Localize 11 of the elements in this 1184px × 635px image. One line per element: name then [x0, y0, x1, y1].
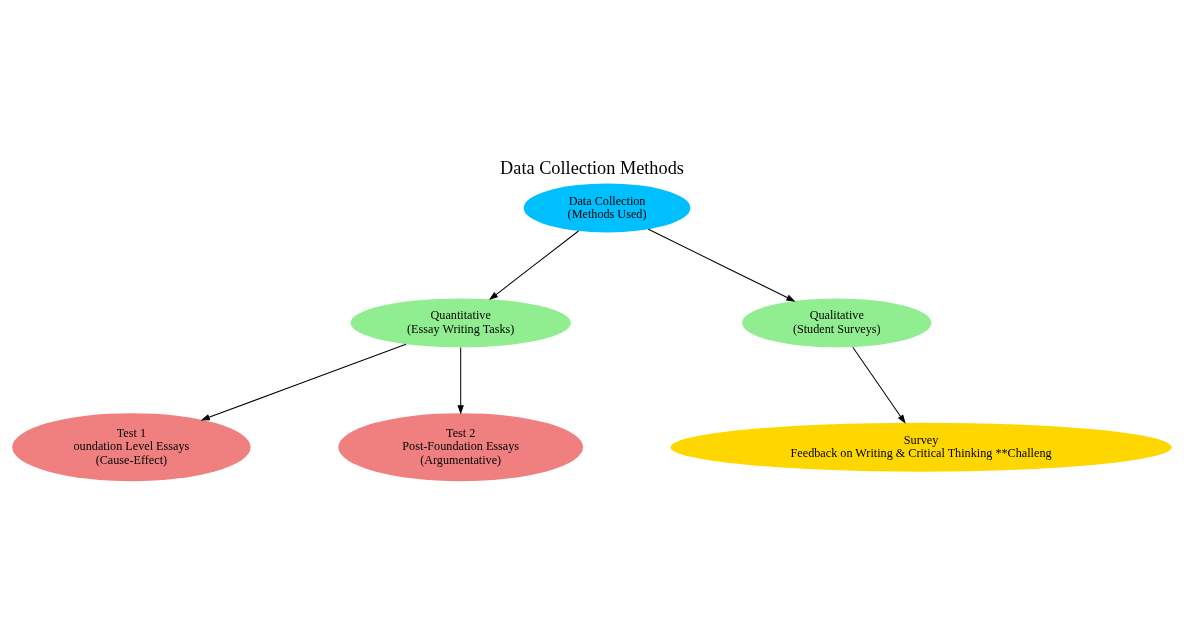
- arrow: [457, 346, 464, 414]
- arrow: [200, 343, 407, 420]
- node-ellipse: Quantitative (Essay Writing Tasks): [350, 297, 571, 347]
- node-ellipse: Data Collection (Methods Used): [523, 183, 691, 232]
- arrow: [852, 346, 906, 424]
- node-ellipse: Survey Feedback on Writing & Critical Thinking **Challeng: [670, 422, 1172, 472]
- arrow: [488, 230, 579, 300]
- node-ellipse: Test 2 Post-Foundation Essays (Argumentative): [338, 412, 584, 481]
- arrow: [647, 228, 796, 302]
- diagram-title: Data Collection Methods: [500, 157, 684, 178]
- node-ellipse: Qualitative (Student Surveys): [742, 297, 932, 347]
